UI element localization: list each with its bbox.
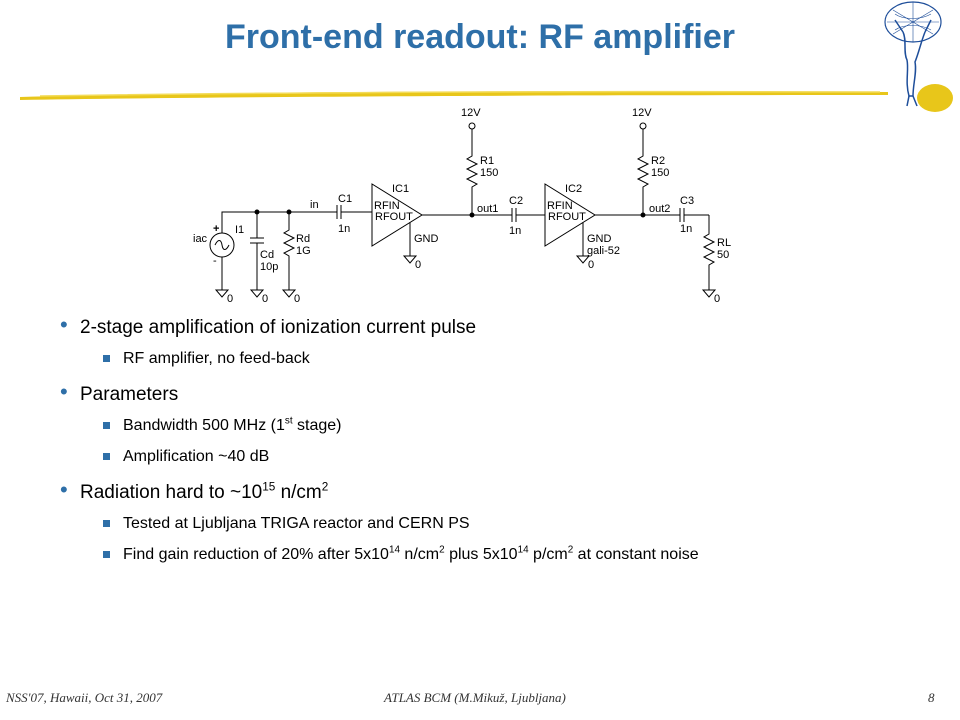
ic2-gnd: GND	[587, 233, 612, 245]
bullet-item: • 2-stage amplification of ionization cu…	[60, 312, 940, 340]
page-number: 8	[928, 690, 935, 705]
ic2-name: IC2	[565, 183, 582, 195]
rd-name: Rd	[296, 233, 310, 245]
supply1-label: 12V	[461, 107, 481, 119]
c1-name: C1	[338, 193, 352, 205]
sub-bullet-item: Tested at Ljubljana TRIGA reactor and CE…	[60, 513, 940, 534]
bullet-dot-icon: •	[60, 379, 68, 404]
square-bullet-icon	[103, 453, 110, 460]
gnd-label-rd: 0	[294, 293, 300, 305]
rd-value: 1G	[296, 245, 311, 257]
sub-bullet-text: Amplification ~40 dB	[123, 448, 270, 465]
ic1-gnd: GND	[414, 233, 439, 245]
source-label: iac	[193, 233, 208, 245]
supply2-label: 12V	[632, 107, 652, 119]
sub-bullet-text: Find gain reduction of 20% after 5x1014 …	[123, 544, 699, 563]
net-out1-label: out1	[477, 203, 498, 215]
square-bullet-icon	[103, 551, 110, 558]
title-underline	[20, 90, 888, 100]
net-out2-label: out2	[649, 203, 670, 215]
sub-bullet-text: RF amplifier, no feed-back	[123, 350, 310, 367]
ic1-name: IC1	[392, 183, 409, 195]
c3-name: C3	[680, 195, 694, 207]
c2-value: 1n	[509, 225, 521, 237]
circuit-schematic: 12V 12V R1 150 R2 150 IC1 IC2 RFIN RFOUT…	[193, 107, 731, 305]
ic1-rfin: RFIN	[374, 200, 400, 212]
square-bullet-icon	[103, 520, 110, 527]
r1-value: 150	[480, 167, 498, 179]
sub-bullet-text: Bandwidth 500 MHz (1st stage)	[123, 415, 342, 434]
footer-left: NSS'07, Hawaii, Oct 31, 2007	[6, 690, 163, 705]
gnd-label-rl: 0	[714, 293, 720, 305]
sub-bullet-text: Tested at Ljubljana TRIGA reactor and CE…	[123, 515, 470, 532]
source-minus: -	[213, 255, 217, 267]
square-bullet-icon	[103, 355, 110, 362]
gnd-label-cd: 0	[262, 293, 268, 305]
gnd-label-ic2: 0	[588, 259, 594, 271]
cd-name: Cd	[260, 249, 274, 261]
gnd-label-source: 0	[227, 293, 233, 305]
r2-value: 150	[651, 167, 669, 179]
bullet-text: 2-stage amplification of ionization curr…	[80, 317, 477, 338]
c3-value: 1n	[680, 223, 692, 235]
bullet-dot-icon: •	[60, 312, 68, 337]
ic2-rfout: RFOUT	[548, 211, 586, 223]
ic1-rfout: RFOUT	[375, 211, 413, 223]
bullet-dot-icon: •	[60, 477, 68, 502]
r2-name: R2	[651, 155, 665, 167]
rl-value: 50	[717, 249, 729, 261]
c1-value: 1n	[338, 223, 350, 235]
sub-bullet-item: RF amplifier, no feed-back	[60, 348, 940, 369]
source-name: I1	[235, 224, 244, 236]
atlas-figure-icon	[884, 1, 953, 112]
r1-name: R1	[480, 155, 494, 167]
c2-name: C2	[509, 195, 523, 207]
sub-bullet-item: Find gain reduction of 20% after 5x1014 …	[60, 544, 940, 565]
footer-center: ATLAS BCM (M.Mikuž, Ljubljana)	[384, 690, 566, 705]
bullet-item: • Radiation hard to ~1015 n/cm2	[60, 477, 940, 505]
sub-bullet-item: Bandwidth 500 MHz (1st stage)	[60, 415, 940, 436]
slide-title: Front-end readout: RF amplifier	[225, 18, 735, 56]
ic2-part: gali-52	[587, 245, 620, 257]
bullet-text: Radiation hard to ~1015 n/cm2	[80, 480, 329, 503]
ic2-rfin: RFIN	[547, 200, 573, 212]
rl-name: RL	[717, 237, 731, 249]
sub-bullet-item: Amplification ~40 dB	[60, 446, 940, 467]
net-in-label: in	[310, 199, 319, 211]
bullet-list: • 2-stage amplification of ionization cu…	[60, 312, 940, 575]
bullet-text: Parameters	[80, 384, 179, 405]
cd-value: 10p	[260, 261, 278, 273]
bullet-item: • Parameters	[60, 379, 940, 407]
source-plus: +	[213, 223, 219, 235]
square-bullet-icon	[103, 422, 110, 429]
gnd-label-ic1: 0	[415, 259, 421, 271]
